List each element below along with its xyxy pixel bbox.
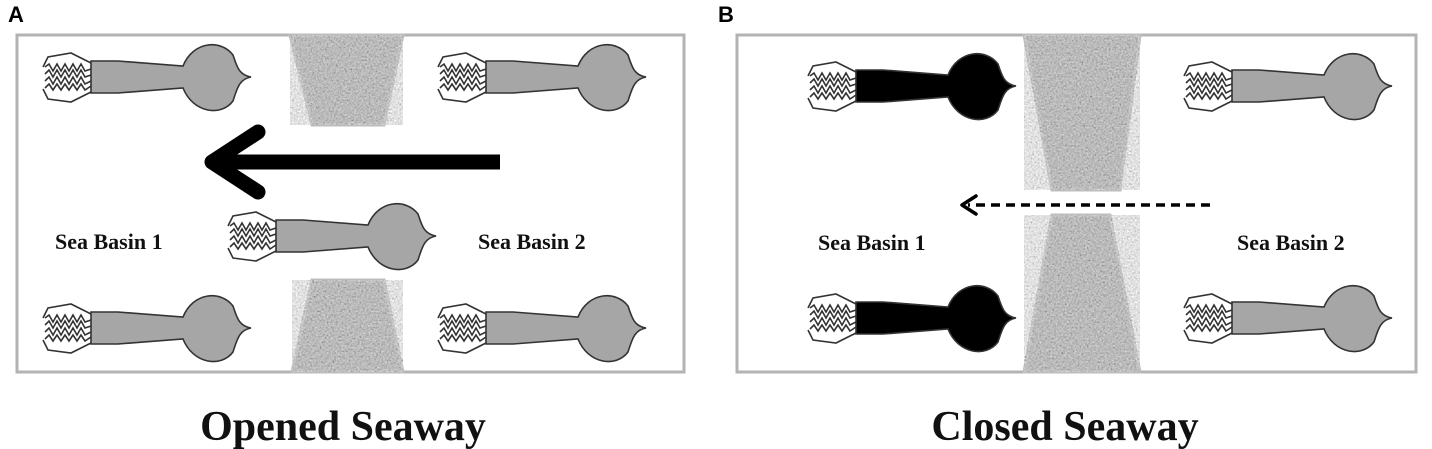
sea-basin-1-label: Sea Basin 1 (818, 230, 926, 255)
panel-a: A Sea Basin 1 Sea Basin 2 Opened Seaway (8, 2, 686, 449)
rock-texture-top-b (1024, 35, 1140, 190)
rock-texture-bottom-a (292, 280, 403, 372)
arrow-left-icon (960, 194, 1210, 216)
caption-closed-seaway: Closed Seaway (931, 404, 1198, 449)
sea-basin-2-label: Sea Basin 2 (478, 229, 586, 254)
panel-b: B Sea Basin 1 Sea Basin 2 Closed Seaway (718, 2, 1418, 449)
panel-letter-a: A (8, 2, 24, 27)
rock-texture-bottom-b (1024, 215, 1140, 372)
rock-texture-top-a (290, 35, 403, 125)
panel-letter-b: B (718, 2, 734, 27)
sea-basin-1-label: Sea Basin 1 (55, 229, 163, 254)
caption-opened-seaway: Opened Seaway (200, 404, 486, 449)
arrow-left-icon (204, 124, 500, 200)
sea-basin-2-label: Sea Basin 2 (1237, 230, 1345, 255)
